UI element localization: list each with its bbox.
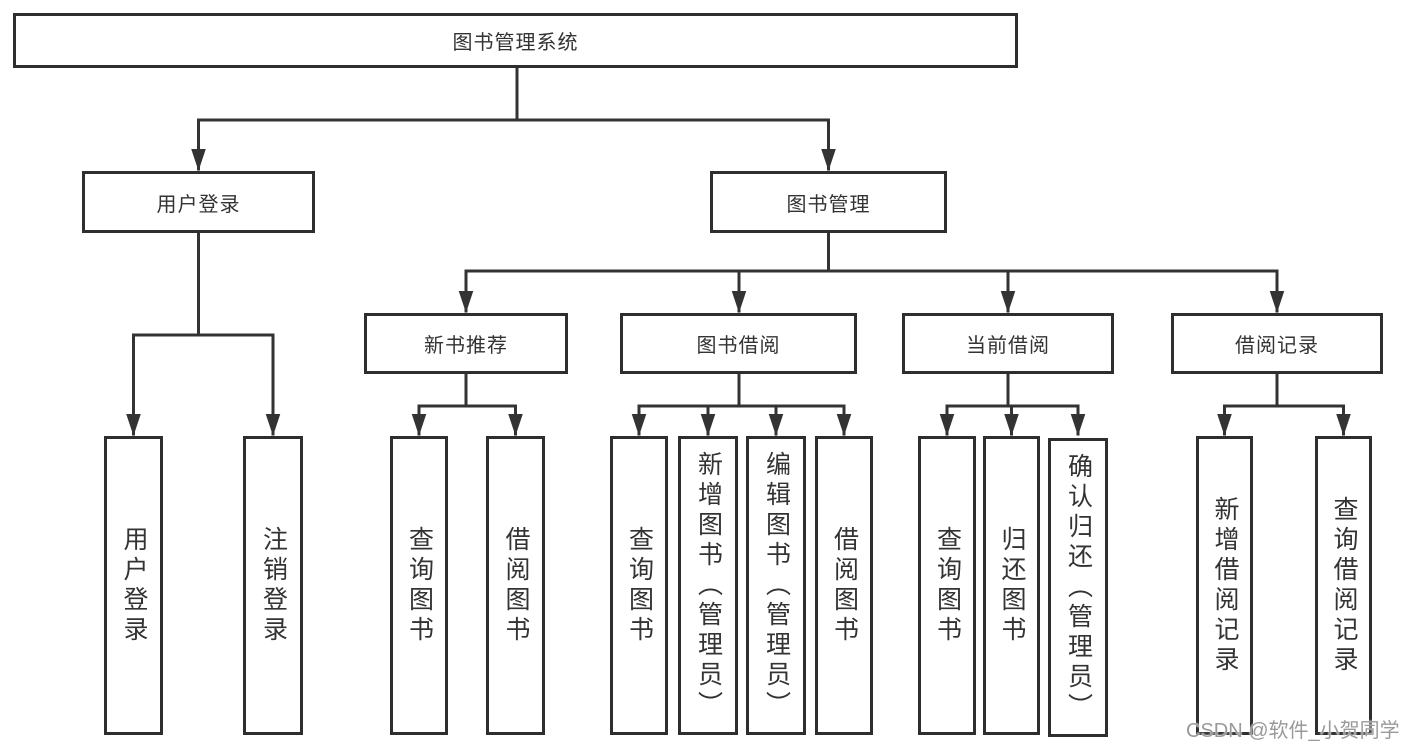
csdn-watermark: CSDN @软件_小贺同学 [1186, 720, 1400, 742]
node-borrow-record-label: 借阅记录 [1235, 335, 1319, 357]
node-user-login: 用户登录 [82, 171, 315, 233]
leaf-current-query-book: 查询图书 [918, 436, 976, 735]
leaf-current-confirm-return-admin: 确认归还（管理员） [1048, 438, 1108, 737]
node-borrow-record: 借阅记录 [1171, 313, 1383, 374]
leaf-recommend-borrow-book: 借阅图书 [486, 436, 545, 735]
leaf-borrow-query-book-label: 查询图书 [625, 525, 654, 646]
node-new-book-recommend-label: 新书推荐 [424, 335, 508, 357]
leaf-borrow-edit-book-admin: 编辑图书（管理员） [746, 436, 806, 735]
node-book-borrow: 图书借阅 [620, 313, 857, 374]
node-book-management-label: 图书管理 [786, 193, 871, 216]
node-root-label: 图书管理系统 [452, 32, 579, 54]
leaf-recommend-query-book: 查询图书 [390, 436, 448, 735]
leaf-logout: 注销登录 [243, 436, 303, 735]
node-current-borrow-label: 当前借阅 [966, 335, 1050, 357]
leaf-borrow-borrow-book-label: 借阅图书 [830, 525, 859, 646]
leaf-record-add-record-label: 新增借阅记录 [1211, 495, 1239, 676]
leaf-recommend-borrow-book-label: 借阅图书 [502, 525, 530, 646]
leaf-borrow-add-book-admin: 新增图书（管理员） [678, 436, 738, 735]
leaf-borrow-add-book-admin-label: 新增图书（管理员） [694, 450, 723, 721]
leaf-logout-label: 注销登录 [259, 525, 288, 646]
leaf-borrow-query-book: 查询图书 [610, 436, 668, 735]
node-new-book-recommend: 新书推荐 [364, 313, 568, 374]
leaf-record-add-record: 新增借阅记录 [1196, 436, 1253, 735]
node-user-login-label: 用户登录 [156, 193, 241, 216]
node-root: 图书管理系统 [13, 13, 1018, 68]
leaf-current-confirm-return-admin-label: 确认归还（管理员） [1064, 452, 1093, 723]
leaf-current-return-book: 归还图书 [983, 436, 1040, 735]
node-current-borrow: 当前借阅 [902, 313, 1114, 374]
leaf-borrow-borrow-book: 借阅图书 [815, 436, 873, 735]
node-book-management: 图书管理 [710, 171, 947, 233]
leaf-borrow-edit-book-admin-label: 编辑图书（管理员） [762, 450, 791, 721]
leaf-record-query-record-label: 查询借阅记录 [1330, 495, 1358, 676]
leaf-current-query-book-label: 查询图书 [933, 525, 962, 646]
leaf-user-login: 用户登录 [104, 436, 163, 735]
leaf-user-login-label: 用户登录 [120, 525, 148, 646]
node-book-borrow-label: 图书借阅 [696, 335, 781, 357]
leaf-record-query-record: 查询借阅记录 [1315, 436, 1372, 735]
leaf-recommend-query-book-label: 查询图书 [405, 525, 434, 646]
leaf-current-return-book-label: 归还图书 [998, 525, 1026, 646]
